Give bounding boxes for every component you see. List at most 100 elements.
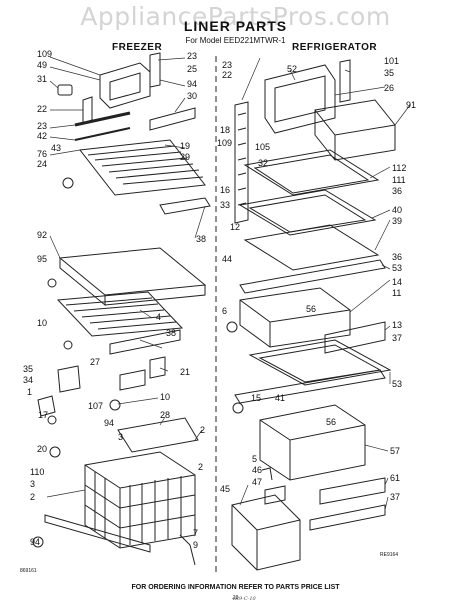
callout-label: 26 <box>384 83 394 93</box>
callout-label: 37 <box>390 492 400 502</box>
ref-shelf-rail-44 <box>239 259 386 294</box>
freezer-basket-frame-28 <box>117 417 199 453</box>
callout-label: 39 <box>392 216 402 226</box>
freezer-solid-shelf-92 <box>58 247 207 307</box>
callout-label: 35 <box>23 364 33 374</box>
callout-label: 20 <box>37 444 47 454</box>
drawing-code: RE9164 <box>380 552 399 558</box>
model-label: For Model EED221MTWR-1 <box>185 36 286 45</box>
freezer-wire-shelf-upper <box>79 139 206 196</box>
freezer-light-housing <box>99 62 151 109</box>
callout-label: 2 <box>200 425 205 435</box>
freezer-roller-20 <box>49 446 61 458</box>
ref-shelf-frame-41 <box>234 369 386 404</box>
callout-label: 28 <box>160 410 170 420</box>
callout-label: 111 <box>392 175 406 185</box>
callout-label: 22 <box>37 104 47 114</box>
watermark: AppliancePartsPros.com <box>80 2 391 31</box>
callout-label: 1 <box>27 387 32 397</box>
callout-label: 13 <box>392 320 402 330</box>
ref-drawer-trim-37 <box>309 504 386 531</box>
callout-label: 57 <box>390 446 400 456</box>
freezer-clip-21 <box>149 356 166 379</box>
callout-label: 34 <box>23 375 33 385</box>
callout-label: 91 <box>406 100 416 110</box>
ref-crisper-tray-91 <box>314 99 396 161</box>
callout-label: 31 <box>37 74 47 84</box>
refrigerator-callouts: 23 22 52 18 109 105 32 16 33 12 44 6 101… <box>217 56 416 502</box>
ref-light-housing-52 <box>264 64 336 134</box>
callout-label: 4 <box>156 312 161 322</box>
callout-label: 29 <box>180 152 190 162</box>
callout-label: 109 <box>37 49 52 59</box>
callout-label: 109 <box>217 138 232 148</box>
ref-glass-shelf-40 <box>238 189 377 236</box>
ref-drawer-front-45 <box>231 494 301 571</box>
freezer-bulb-socket <box>57 84 73 96</box>
callout-label: 19 <box>180 141 190 151</box>
callout-label: 41 <box>275 393 285 403</box>
callout-label: 94 <box>187 79 197 89</box>
callout-label: 5 <box>252 454 257 464</box>
callout-label: 2 <box>30 492 35 502</box>
diagram-title: LINER PARTS <box>183 18 288 34</box>
ref-roller-15 <box>232 402 244 414</box>
callout-label: 47 <box>252 477 262 487</box>
callout-label: 36 <box>392 252 402 262</box>
freezer-clip-107 <box>119 369 146 391</box>
freezer-support-1 <box>37 395 56 417</box>
refrigerator-section-label: REFRIGERATOR <box>292 42 378 53</box>
callout-label: 40 <box>392 205 402 215</box>
handwritten-note: 4R9-C-10 <box>232 596 256 602</box>
page-number: 10 <box>232 595 239 601</box>
callout-label: 2 <box>198 462 203 472</box>
freezer-shelf-support-24 <box>62 177 74 189</box>
callout-label: 11 <box>392 288 401 298</box>
callout-label: 23 <box>37 121 47 131</box>
freezer-wire-basket-4 <box>56 291 184 337</box>
callout-label: 95 <box>37 254 47 264</box>
freezer-roller-17 <box>47 415 57 425</box>
callout-label: 33 <box>220 200 230 210</box>
callout-label: 14 <box>392 277 402 287</box>
callout-label: 35 <box>384 68 394 78</box>
freezer-roller-27 <box>63 340 73 350</box>
freezer-section-label: FREEZER <box>112 42 163 53</box>
callout-label: 56 <box>326 417 336 427</box>
freezer-hinge-25 <box>149 52 161 88</box>
freezer-wire-basket-110 <box>84 451 196 549</box>
freezer-roller-94 <box>32 536 44 548</box>
freezer-callouts: 109 49 31 22 23 42 43 76 24 23 25 94 30 … <box>23 49 206 550</box>
callout-label: 92 <box>37 230 47 240</box>
freezer-screw-9 <box>179 534 196 566</box>
callout-label: 24 <box>37 159 47 169</box>
callout-label: 9 <box>193 540 198 550</box>
callout-label: 32 <box>258 158 268 168</box>
callout-label: 23 <box>222 60 232 70</box>
callout-label: 94 <box>30 537 40 547</box>
callout-label: 110 <box>30 467 44 477</box>
ref-shelf-ladder-18 <box>234 101 249 224</box>
callout-label: 10 <box>37 318 47 328</box>
callout-label: 94 <box>104 418 114 428</box>
ref-hinge-101 <box>339 59 351 103</box>
ref-roller-6 <box>226 321 238 333</box>
callout-label: 27 <box>90 357 100 367</box>
callout-label: 107 <box>88 401 103 411</box>
callout-label: 53 <box>392 379 402 389</box>
callout-label: 38 <box>166 328 176 338</box>
callout-label: 44 <box>222 254 232 264</box>
ref-crisper-drawer-57 <box>259 404 366 481</box>
catalog-code: 869161 <box>20 568 37 574</box>
callout-label: 18 <box>220 125 230 135</box>
callout-label: 38 <box>196 234 206 244</box>
callout-label: 6 <box>222 306 227 316</box>
freezer-bracket-34 <box>57 365 81 393</box>
freezer-shelf-frame-38 <box>159 197 211 215</box>
callout-label: 46 <box>252 465 262 475</box>
callout-label: 12 <box>230 222 240 232</box>
ref-screw-5 <box>261 467 273 481</box>
callout-label: 76 <box>37 149 47 159</box>
freezer-air-duct-strip <box>74 111 131 127</box>
